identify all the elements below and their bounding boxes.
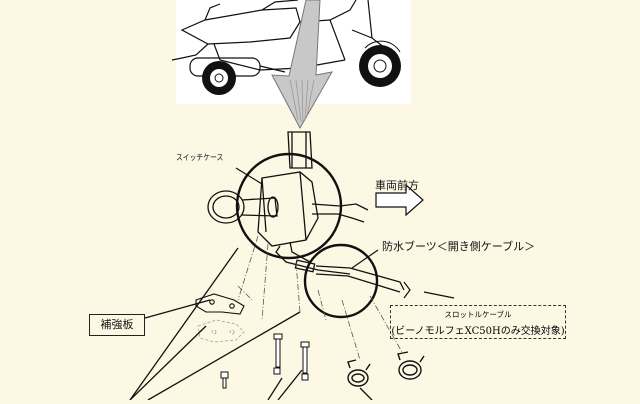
reinforcement-plate (195, 293, 245, 315)
waterproof-boot-label: 防水ブーツ＜開き側ケーブル＞ (382, 240, 536, 253)
highlight-circles (235, 152, 379, 319)
throttle-cable-label: スロットルケーブル (444, 310, 512, 319)
reinforcement-plate-label: 補強板 (89, 314, 145, 336)
bottom-leader-lines (129, 247, 373, 401)
replacement-note: (ビーノモルフェXC50Hのみ交換対象) (391, 326, 565, 337)
throttle-cable-leader (423, 291, 455, 299)
boot-circle (303, 243, 379, 319)
vehicle-forward-label: 車両前方 (375, 179, 419, 192)
cable-clamps (347, 351, 425, 387)
switch-case-leader (235, 167, 263, 185)
throttle-cable-callout: スロットルケーブル (ビーノモルフェXC50Hのみ交換対象) (390, 305, 566, 339)
switch-case-label: スイッチケース (176, 153, 224, 162)
leader-to-switch (129, 247, 239, 401)
zoom-arrow (271, 0, 333, 130)
switch-case-assembly (207, 131, 405, 293)
reinforcement-plate-ghost (197, 319, 245, 343)
forward-arrow (375, 183, 424, 217)
assembly-guide-lines (237, 235, 403, 361)
switch-case-circle (235, 152, 343, 260)
boot-leader (351, 249, 379, 269)
screws (220, 333, 310, 389)
